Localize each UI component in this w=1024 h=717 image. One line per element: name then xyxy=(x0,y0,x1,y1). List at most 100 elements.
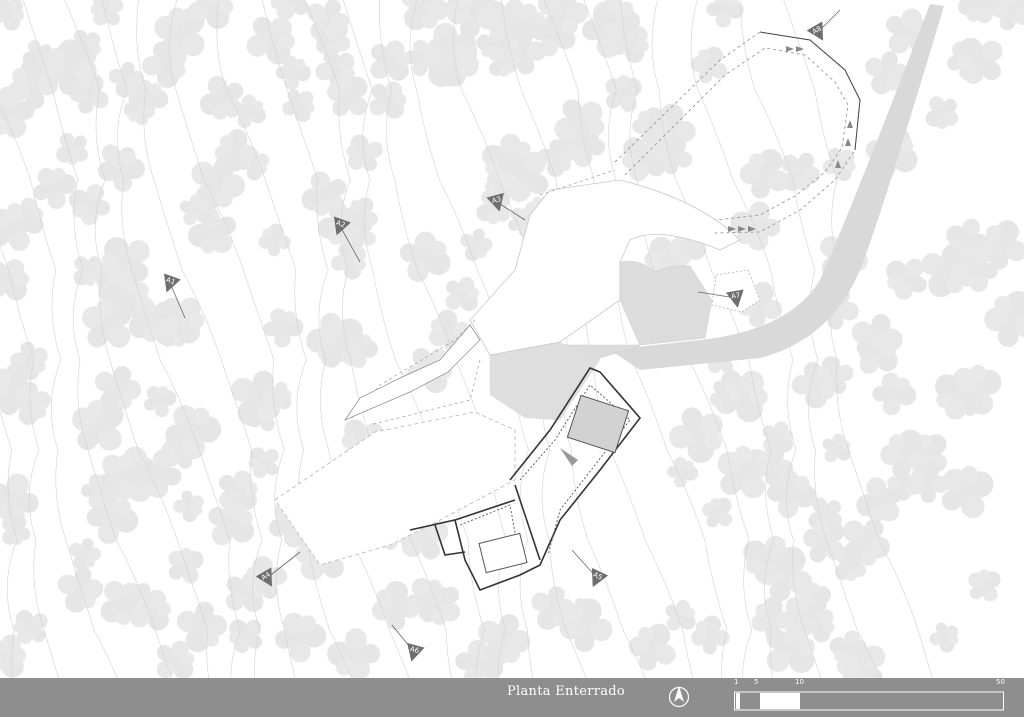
section-cut-line xyxy=(169,282,186,319)
contour-line xyxy=(0,105,118,678)
tree-canopy xyxy=(169,486,210,526)
section-marker-label: A5 xyxy=(592,571,604,582)
room-block xyxy=(566,394,630,454)
tree-canopy xyxy=(369,81,407,119)
contour-line xyxy=(690,0,822,678)
ramp-outline-inner xyxy=(624,47,849,221)
section-marker-label: A6 xyxy=(409,645,421,655)
ramp-arrows xyxy=(728,46,853,232)
tree-canopy xyxy=(723,194,788,259)
scale-bar: 1 5 10 50 xyxy=(734,678,1005,711)
section-marker-flag xyxy=(725,289,744,308)
scale-label-10: 10 xyxy=(795,678,804,686)
tree-canopy xyxy=(455,224,497,266)
access-road xyxy=(610,4,944,370)
tree-canopy xyxy=(247,445,281,479)
tree-canopy xyxy=(88,0,125,29)
section-marker: A5 xyxy=(571,549,609,588)
tree-canopy xyxy=(926,618,964,656)
section-marker: A2 xyxy=(333,216,361,263)
scale-label-1: 1 xyxy=(734,678,739,686)
section-marker-flag xyxy=(333,216,351,236)
section-marker-flag xyxy=(591,567,609,588)
tree-canopy xyxy=(226,615,266,655)
contour-line xyxy=(783,0,933,678)
courtyard-gray xyxy=(490,342,600,420)
tree-canopy xyxy=(320,621,388,678)
section-cut-line xyxy=(266,551,301,579)
tree-canopy xyxy=(64,533,106,575)
tree-canopy xyxy=(819,431,855,467)
section-marker-label: A3 xyxy=(491,195,502,205)
contour-line xyxy=(739,0,881,678)
section-marker: A8 xyxy=(806,9,841,41)
tree-canopy xyxy=(165,545,205,585)
tree-canopy xyxy=(13,609,48,645)
contour-line xyxy=(22,0,172,678)
contour-line xyxy=(342,0,485,678)
contour-line xyxy=(261,0,410,678)
section-cut-line xyxy=(496,201,526,221)
drawing-title: Planta Enterrado xyxy=(507,684,626,699)
lower-terrace xyxy=(274,411,516,566)
contour-line xyxy=(0,410,18,678)
section-marker-label: A2 xyxy=(335,219,346,230)
section-marker-flag xyxy=(407,642,425,662)
tree-canopy xyxy=(222,363,294,434)
tree-canopy xyxy=(392,225,458,290)
section-marker: A7 xyxy=(697,289,744,308)
building-inner xyxy=(459,384,631,561)
section-marker-label: A4 xyxy=(260,570,272,582)
tree-canopy xyxy=(925,95,960,130)
section-marker-label: A7 xyxy=(730,291,740,300)
tree-canopy xyxy=(820,143,860,184)
contour-line xyxy=(0,245,59,678)
tree-canopy xyxy=(253,219,296,262)
contour-line xyxy=(216,0,352,678)
tree-canopy xyxy=(866,365,922,422)
building-walls xyxy=(409,367,642,592)
ramp-edge-solid xyxy=(759,31,861,151)
section-marker-flag xyxy=(255,567,272,587)
tree-canopy xyxy=(55,132,90,166)
tree-canopy xyxy=(327,238,372,283)
tree-canopy xyxy=(257,301,309,353)
stair-wedge xyxy=(560,448,578,466)
tree-canopy xyxy=(967,568,1001,602)
scale-label-5: 5 xyxy=(754,678,759,686)
contour-line xyxy=(101,0,241,678)
section-marker: A3 xyxy=(486,192,526,221)
section-marker: A4 xyxy=(255,551,301,587)
scale-label-50: 50 xyxy=(996,678,1005,686)
scale-bar-graphic xyxy=(734,691,1004,711)
tree-canopy xyxy=(367,39,412,84)
section-cut-line xyxy=(339,225,361,263)
tree-canopy xyxy=(0,0,29,33)
stair-ramp xyxy=(344,324,481,421)
tree-canopy xyxy=(976,283,1024,355)
section-marker-label: A1 xyxy=(165,276,176,287)
section-marker: A6 xyxy=(391,624,425,662)
courtyard-square xyxy=(478,532,528,574)
contour-line xyxy=(304,0,452,678)
section-marker-label: A8 xyxy=(811,24,823,36)
section-marker-flag xyxy=(163,273,181,293)
north-arrow-icon xyxy=(668,686,690,708)
tree-canopy xyxy=(699,494,737,531)
tree-canopy xyxy=(267,604,333,669)
section-marker-flag xyxy=(806,21,823,41)
contour-line xyxy=(169,0,296,678)
tree-canopy xyxy=(443,276,481,314)
tree-canopy xyxy=(80,296,136,352)
contour-line xyxy=(64,0,209,678)
contour-line xyxy=(651,0,775,678)
upper-terrace xyxy=(469,179,741,356)
section-marker-flag xyxy=(486,192,504,212)
section-marker: A1 xyxy=(163,273,186,319)
tree-canopy xyxy=(686,41,733,89)
contour-line xyxy=(136,0,263,678)
tree-canopy xyxy=(279,85,319,125)
